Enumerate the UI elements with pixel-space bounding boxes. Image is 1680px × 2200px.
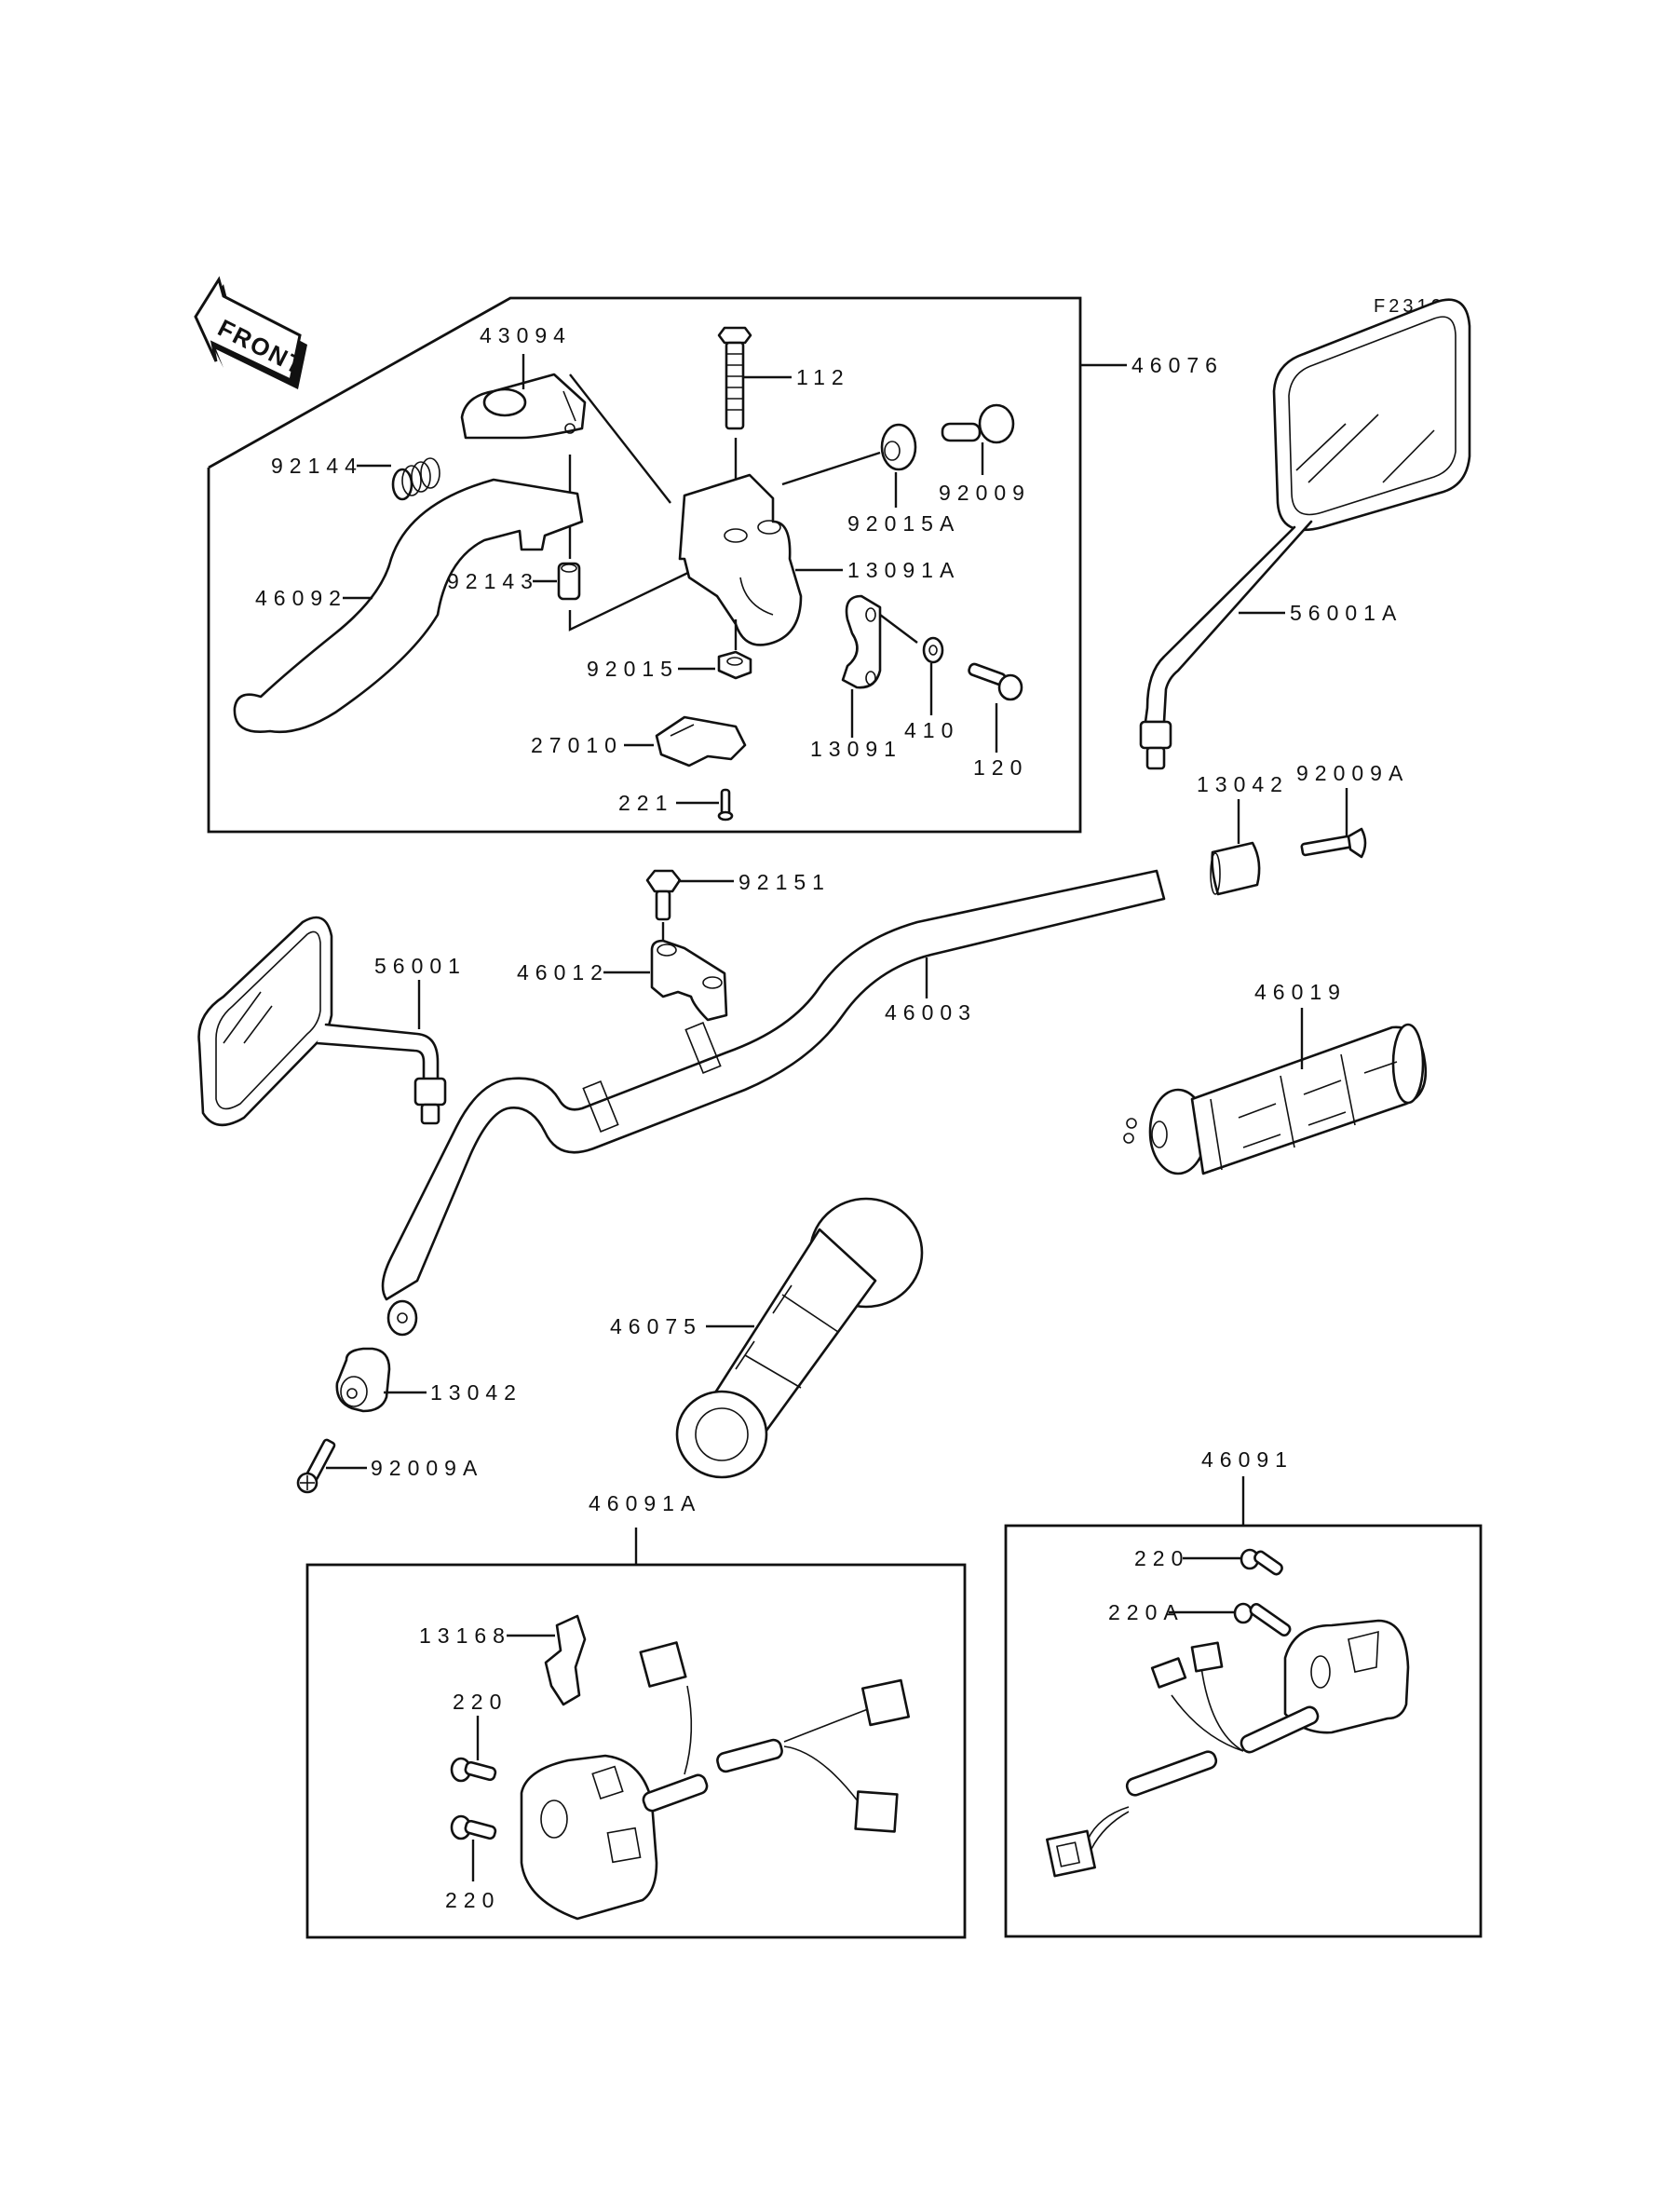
part-46092[interactable]: [233, 478, 584, 734]
part-label-220-lower-left[interactable]: 220: [445, 1888, 500, 1912]
part-label-92009[interactable]: 92009: [939, 481, 1031, 505]
part-label-46091[interactable]: 46091: [1201, 1447, 1294, 1472]
part-13091A[interactable]: [678, 451, 881, 646]
part-label-13091A[interactable]: 13091A: [847, 558, 960, 582]
part-220-right[interactable]: [1183, 1548, 1284, 1576]
assembly-box-46091A: [305, 1528, 967, 1939]
part-43094[interactable]: [460, 354, 587, 440]
part-label-46076[interactable]: 46076: [1131, 353, 1224, 377]
part-13042-right[interactable]: [1210, 799, 1261, 896]
part-label-46075[interactable]: 46075: [610, 1314, 702, 1338]
part-label-46019[interactable]: 46019: [1254, 980, 1347, 1004]
part-56001A[interactable]: [1139, 298, 1471, 770]
part-label-221[interactable]: 221: [618, 791, 673, 815]
part-label-46012[interactable]: 46012: [517, 960, 609, 985]
part-13168[interactable]: [507, 1614, 587, 1706]
part-label-56001[interactable]: 56001: [374, 954, 467, 978]
part-112[interactable]: [717, 326, 792, 522]
part-92009A-right[interactable]: [1300, 788, 1367, 859]
part-221[interactable]: [676, 788, 734, 822]
part-92015[interactable]: [717, 619, 752, 680]
front-arrow-icon: FRONT: [194, 276, 309, 389]
part-label-120[interactable]: 120: [973, 755, 1028, 780]
part-label-92015[interactable]: 92015: [587, 657, 679, 681]
part-220-lower-left[interactable]: [450, 1814, 497, 1881]
part-label-56001A[interactable]: 56001A: [1290, 601, 1402, 625]
part-label-220-upper-left[interactable]: 220: [453, 1690, 508, 1714]
part-label-92009A-left[interactable]: 92009A: [371, 1456, 483, 1480]
part-label-112[interactable]: 112: [796, 365, 850, 389]
part-13042-left[interactable]: [335, 1347, 427, 1413]
part-label-410[interactable]: 410: [904, 718, 959, 742]
part-120[interactable]: [968, 662, 1023, 753]
part-label-43094[interactable]: 43094: [480, 323, 572, 347]
part-13091[interactable]: [841, 594, 918, 738]
part-46091A-switch-housing[interactable]: [520, 1641, 910, 1921]
part-410[interactable]: [922, 636, 944, 715]
part-label-27010[interactable]: 27010: [531, 733, 623, 757]
part-46019[interactable]: [1123, 1008, 1428, 1175]
part-label-92009A-right[interactable]: 92009A: [1296, 761, 1409, 785]
part-27010[interactable]: [624, 715, 747, 767]
part-92151[interactable]: [645, 869, 734, 945]
part-92143[interactable]: [557, 526, 695, 631]
assembly-box-46091: [1004, 1476, 1483, 1938]
part-46091-switch-housing[interactable]: [1046, 1619, 1410, 1878]
part-220-upper-left[interactable]: [450, 1716, 497, 1783]
part-label-220A[interactable]: 220A: [1108, 1600, 1185, 1624]
part-220A[interactable]: [1169, 1602, 1292, 1637]
assembly-box-46076: 46076: [207, 296, 1224, 834]
part-label-220-right[interactable]: 220: [1134, 1546, 1189, 1570]
part-label-13042-left[interactable]: 13042: [430, 1380, 522, 1405]
part-56001[interactable]: [197, 916, 447, 1127]
part-92009A-left[interactable]: [296, 1438, 367, 1494]
part-label-46092[interactable]: 46092: [255, 586, 347, 610]
part-label-46091A[interactable]: 46091A: [589, 1491, 701, 1515]
part-46012[interactable]: [603, 939, 728, 1022]
part-92015A[interactable]: [880, 423, 917, 508]
part-label-92143[interactable]: 92143: [447, 569, 539, 593]
part-label-92015A[interactable]: 92015A: [847, 511, 960, 536]
part-92009[interactable]: [941, 403, 1015, 475]
part-label-92151[interactable]: 92151: [738, 870, 831, 894]
part-label-13091[interactable]: 13091: [810, 737, 902, 761]
part-92144[interactable]: [391, 457, 440, 501]
part-label-13168[interactable]: 13168: [419, 1623, 511, 1648]
part-label-13042-right[interactable]: 13042: [1197, 772, 1289, 796]
part-label-46003[interactable]: 46003: [885, 1000, 977, 1025]
part-46075[interactable]: [675, 1197, 924, 1479]
part-46003[interactable]: [381, 869, 1166, 1337]
part-label-92144[interactable]: 92144: [271, 454, 363, 478]
